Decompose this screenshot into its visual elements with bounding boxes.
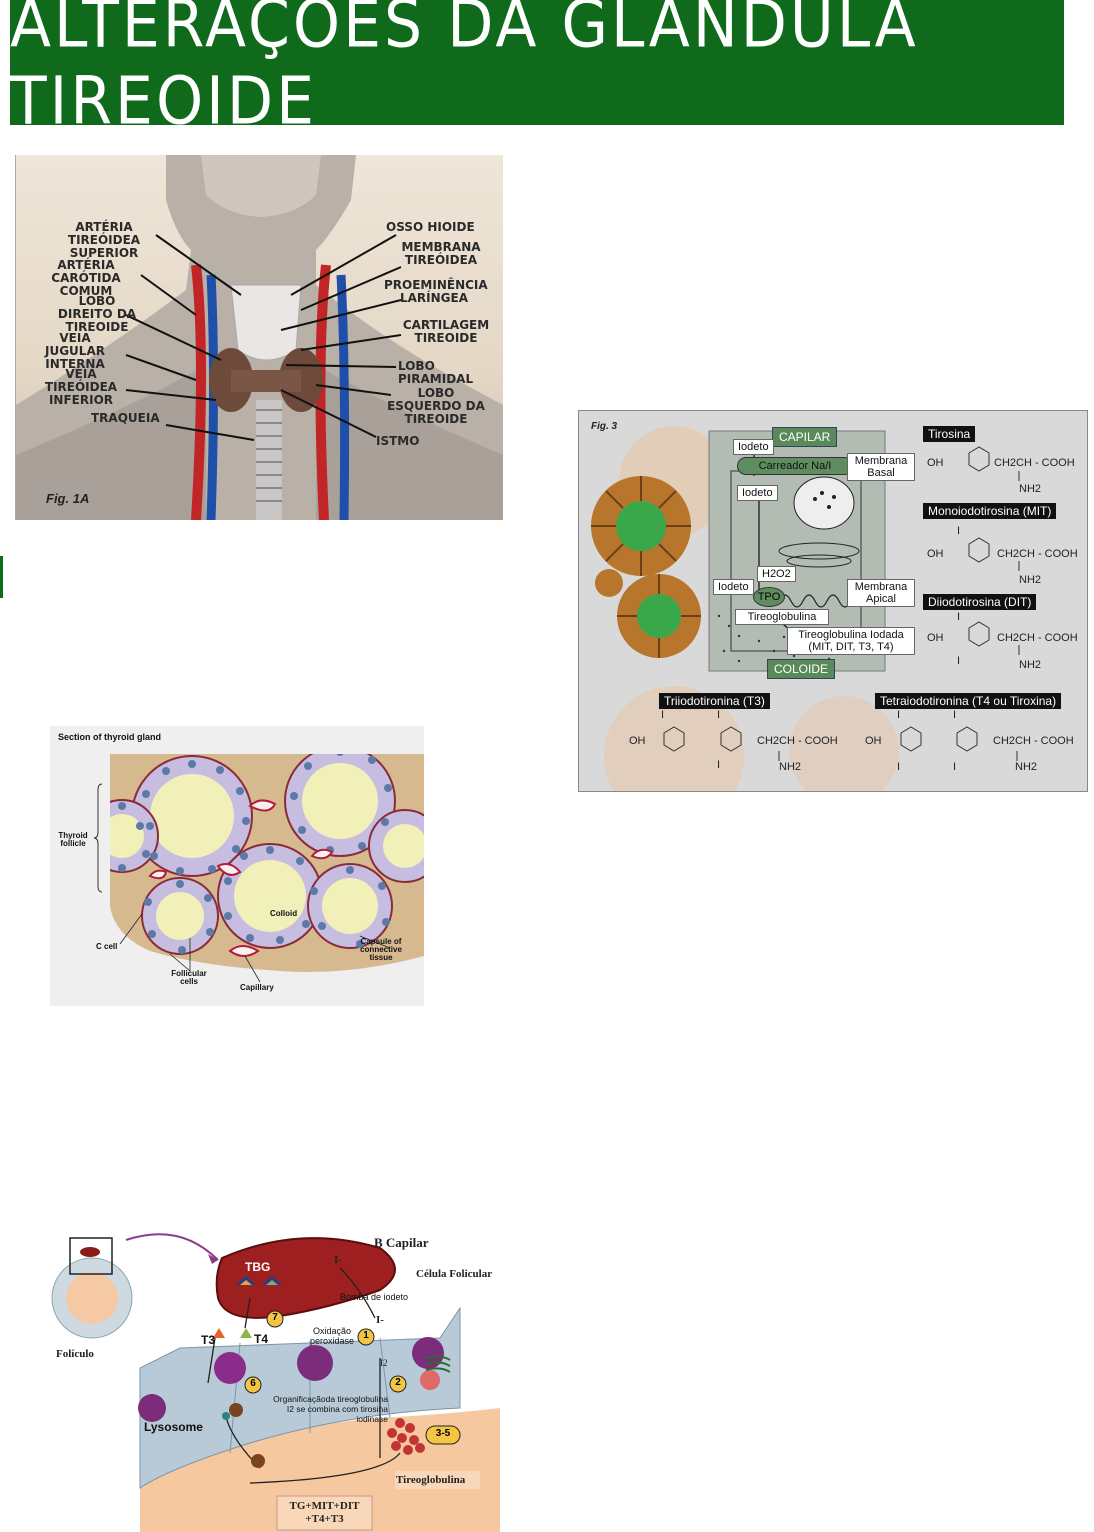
tireoglobulina-iodada-label: Tireoglobulina Iodada (MIT, DIT, T3, T4) bbox=[787, 627, 915, 655]
membrana-basal-label: Membrana Basal bbox=[847, 453, 915, 481]
tireoglobulina-label: Tireoglobulina bbox=[735, 609, 829, 625]
membrana-apical-label: Membrana Apical bbox=[847, 579, 915, 607]
iodide-label-1: I- bbox=[334, 1254, 342, 1266]
t3-label: T3 bbox=[201, 1333, 215, 1347]
t3-iodine-1: I bbox=[661, 709, 664, 721]
step-3-5: 3-5 bbox=[426, 1428, 460, 1439]
dit-chain: CH2CH - COOH bbox=[997, 632, 1078, 644]
page-title: ALTERAÇÕES DA GLÂNDULA TIREOIDE bbox=[10, 0, 1064, 131]
label-proeminencia-laringea: Proeminência Laríngea bbox=[384, 279, 484, 305]
mit-oh: OH bbox=[927, 548, 944, 560]
organificacao-line-1: Organificaçãoda tireoglobulina bbox=[258, 1394, 388, 1404]
tpo-label: TPO bbox=[753, 587, 785, 607]
t4-nh2: NH2 bbox=[1015, 761, 1037, 773]
label-lobo-direito: Lobo Direito da Tireoide bbox=[54, 295, 140, 334]
tirosina-header: Tirosina bbox=[923, 426, 975, 442]
label-osso-hioide: Osso Hioide bbox=[386, 221, 486, 234]
lysosome-label: Lysosome bbox=[144, 1420, 203, 1434]
title-banner: ALTERAÇÕES DA GLÂNDULA TIREOIDE bbox=[10, 0, 1064, 125]
t4-iodine-2: I bbox=[953, 709, 956, 721]
tg-box-label: TG+MIT+DIT +T4+T3 bbox=[277, 1500, 372, 1526]
organificacao-label: Organificaçãoda tireoglobulina I2 se com… bbox=[258, 1394, 388, 1424]
fig2-colloid-label: Colloid bbox=[270, 909, 297, 918]
mit-nh2: NH2 bbox=[1019, 574, 1041, 586]
dit-header: Diiodotirosina (DIT) bbox=[923, 594, 1036, 610]
step-1: 1 bbox=[362, 1330, 370, 1341]
side-mark bbox=[0, 556, 3, 598]
organificacao-line-2: I2 se combina com tirosina bbox=[258, 1404, 388, 1414]
t4-iodine-4: I bbox=[953, 761, 956, 773]
oxidacao-label: Oxidação peroxidase bbox=[302, 1326, 362, 1346]
tireoglobulina-iodada-text: Tireoglobulina Iodada bbox=[792, 629, 910, 641]
fig2-capillary-label: Capillary bbox=[240, 983, 274, 992]
t3-chain: CH2CH - COOH bbox=[757, 735, 838, 747]
tg-box-line-2: +T4+T3 bbox=[277, 1513, 372, 1526]
mit-iodine: I bbox=[957, 525, 960, 537]
step-2: 2 bbox=[394, 1377, 402, 1388]
iodide-label-2: I- bbox=[376, 1314, 384, 1326]
t3-oh: OH bbox=[629, 735, 646, 747]
fig2-follicle-label: Thyroid follicle bbox=[54, 832, 92, 848]
t4-chain: CH2CH - COOH bbox=[993, 735, 1074, 747]
mit-chain: CH2CH - COOH bbox=[997, 548, 1078, 560]
figure-neck-anatomy: Artéria Tireóidea Superior Artéria Carót… bbox=[15, 155, 503, 520]
carreador-label: Carreador Na/I bbox=[737, 457, 853, 475]
tireoglobulina-label-4: Tireoglobulina bbox=[396, 1474, 465, 1486]
coloide-label: COLOIDE bbox=[767, 659, 835, 679]
organificacao-line-3: iodinase bbox=[258, 1414, 388, 1424]
figure-follicular-cell: B Capilar Célula Folicular TBG I- Bomba … bbox=[50, 1228, 500, 1532]
label-cartilagem-tireoide: Cartilagem Tireoide bbox=[401, 319, 491, 345]
iodeto-label-3: Iodeto bbox=[713, 579, 754, 595]
label-veia-jugular: Veia Jugular Interna bbox=[32, 332, 118, 371]
i2-label: I2 bbox=[380, 1358, 388, 1368]
mit-header: Monoiodotirosina (MIT) bbox=[923, 503, 1056, 519]
step-6: 6 bbox=[249, 1378, 257, 1389]
dit-nh2: NH2 bbox=[1019, 659, 1041, 671]
fig1-caption: Fig. 1A bbox=[46, 491, 89, 506]
follicle-illustration bbox=[50, 726, 424, 1006]
t4-oh: OH bbox=[865, 735, 882, 747]
t4-iodine-1: I bbox=[897, 709, 900, 721]
label-veia-tireoidea-inferior: Veia Tireóidea Inferior bbox=[36, 368, 126, 407]
t3-iodine-3: I bbox=[717, 759, 720, 771]
tirosina-chain: CH2CH - COOH bbox=[994, 457, 1075, 469]
dit-iodine-1: I bbox=[957, 611, 960, 623]
t3-header: Triiodotironina (T3) bbox=[659, 693, 770, 709]
step-7: 7 bbox=[271, 1312, 279, 1323]
dit-oh: OH bbox=[927, 632, 944, 644]
fig2-c-cell-label: C cell bbox=[96, 942, 117, 951]
t3-iodine-2: I bbox=[717, 709, 720, 721]
t4-iodine-3: I bbox=[897, 761, 900, 773]
tireoglobulina-iodada-sub: (MIT, DIT, T3, T4) bbox=[792, 641, 910, 653]
t4-label: T4 bbox=[254, 1332, 268, 1346]
iodeto-label-1: Iodeto bbox=[733, 439, 774, 455]
t3-nh2: NH2 bbox=[779, 761, 801, 773]
folicolo-label: Folículo bbox=[56, 1348, 94, 1360]
label-membrana-tireoidea: Membrana Tireóidea bbox=[401, 241, 481, 267]
bomba-label: Bomba de iodeto bbox=[340, 1292, 408, 1302]
h2o2-label: H2O2 bbox=[757, 566, 796, 582]
label-istmo: Istmo bbox=[376, 435, 436, 448]
dit-iodine-2: I bbox=[957, 655, 960, 667]
capilar-label: CAPILAR bbox=[772, 427, 837, 447]
tg-box-line-1: TG+MIT+DIT bbox=[277, 1500, 372, 1513]
tbg-label: TBG bbox=[245, 1260, 270, 1274]
fig3-caption: Fig. 3 bbox=[591, 421, 617, 432]
figure-hormone-synthesis: Fig. 3 CAPILAR Iodeto Carreador Na/I Mem… bbox=[578, 410, 1088, 792]
label-arteria-carotida: Artéria Carótida Comum bbox=[30, 259, 142, 298]
tirosina-nh2: NH2 bbox=[1019, 483, 1041, 495]
figure-thyroid-section: Section of thyroid gland bbox=[50, 726, 424, 1006]
iodeto-label-2: Iodeto bbox=[737, 485, 778, 501]
t4-header: Tetraiodotironina (T4 ou Tiroxina) bbox=[875, 693, 1061, 709]
label-lobo-esquerdo: Lobo Esquerdo da Tireoide bbox=[386, 387, 486, 426]
label-arteria-tireoidea-superior: Artéria Tireóidea Superior bbox=[48, 221, 160, 260]
fig2-follicular-cells-label: Follicular cells bbox=[164, 970, 214, 986]
tirosina-oh: OH bbox=[927, 457, 944, 469]
label-traqueia: Traqueia bbox=[91, 412, 161, 425]
celula-folicular-label: Célula Folicular bbox=[416, 1268, 492, 1280]
fig2-capsule-label: Capsule of connective tissue bbox=[352, 938, 410, 962]
label-lobo-piramidal: Lobo Piramidal bbox=[398, 360, 503, 386]
b-capilar-label: B Capilar bbox=[374, 1235, 429, 1251]
